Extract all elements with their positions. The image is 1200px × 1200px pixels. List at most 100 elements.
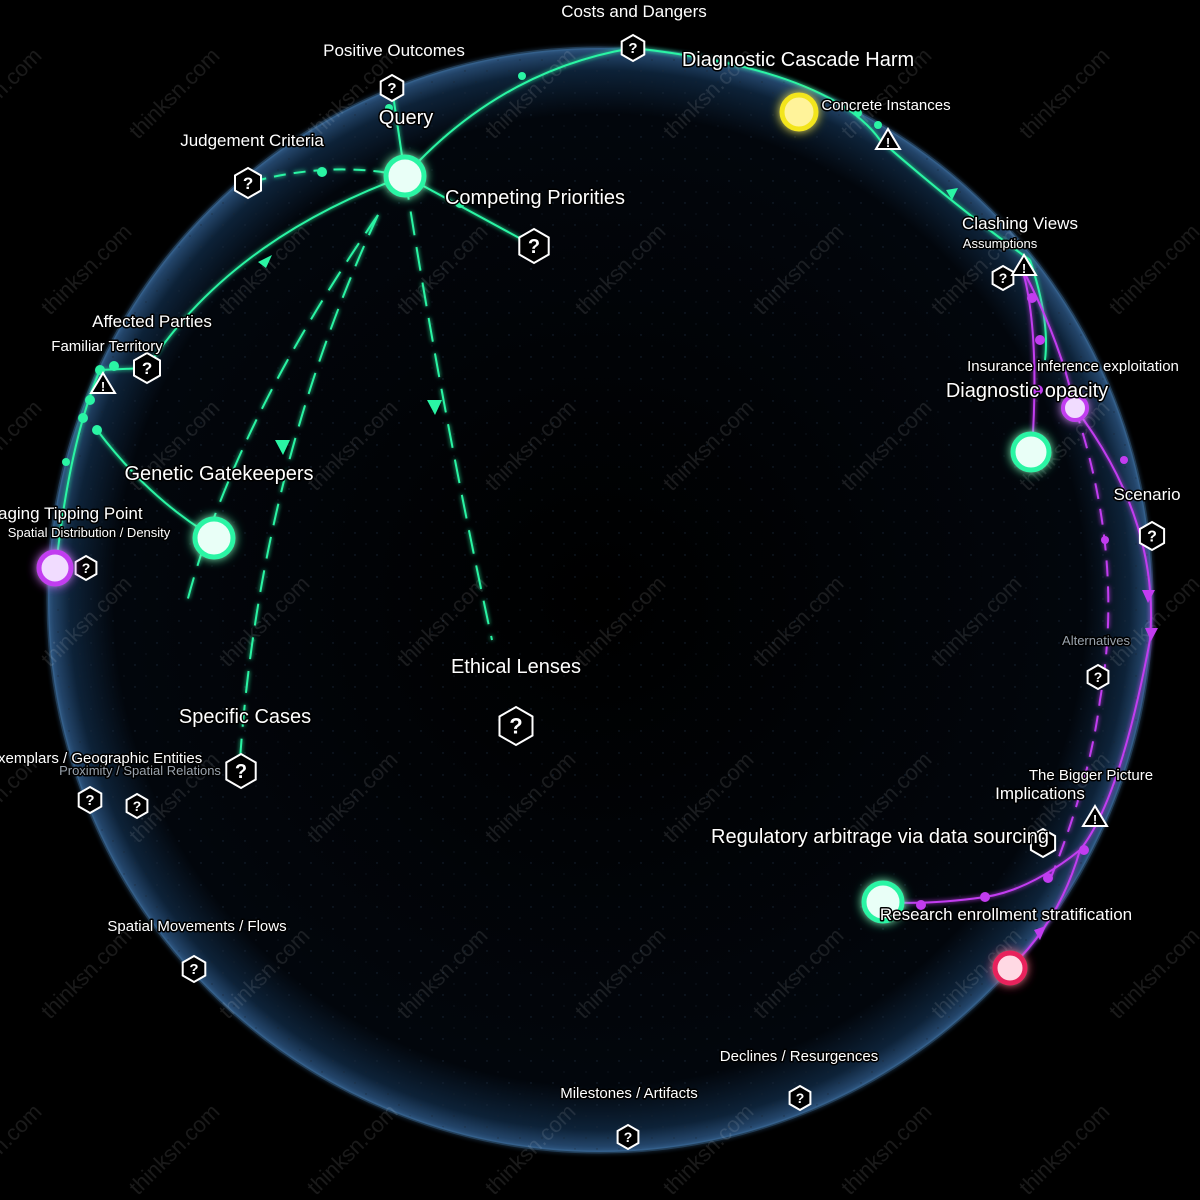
question-icon-implications[interactable]: ? (1029, 827, 1057, 859)
label-regulatory-arbitrage: Regulatory arbitrage via data sourcing (711, 826, 1049, 848)
svg-text:?: ? (528, 236, 540, 258)
question-icon-alternatives[interactable]: ? (1086, 663, 1110, 691)
svg-text:?: ? (628, 40, 637, 57)
question-icon-affected[interactable]: ? (133, 351, 161, 385)
watermark-text: thinksn.com (0, 43, 47, 144)
label-ethical-lenses: Ethical Lenses (451, 656, 581, 678)
svg-text:?: ? (82, 560, 91, 576)
edge-marker (1035, 335, 1045, 345)
label-proximity: Proximity / Spatial Relations (59, 763, 221, 778)
edge-marker (1027, 293, 1037, 303)
edge-marker (1079, 845, 1089, 855)
label-diagnostic-cascade-harm: Diagnostic Cascade Harm (682, 49, 914, 71)
label-costs-and-dangers: Costs and Dangers (561, 2, 707, 21)
edge-marker (85, 395, 95, 405)
watermark-text: thinksn.com (1014, 43, 1115, 144)
question-icon-scenario[interactable]: ? (1138, 520, 1166, 552)
node-diagnostic-cascade-harm[interactable] (779, 92, 819, 132)
edge-marker (455, 198, 465, 208)
edge-marker (317, 167, 327, 177)
green-edges (55, 47, 1047, 761)
edge-markers (62, 72, 1158, 940)
label-diagnostic-opacity: Diagnostic opacity (946, 380, 1108, 402)
svg-text:?: ? (133, 798, 142, 814)
arrow-marker (1145, 628, 1158, 641)
label-genetic-gatekeepers: Genetic Gatekeepers (125, 463, 314, 485)
node-regulatory-arbitrage[interactable] (861, 880, 905, 924)
edge-marker (92, 425, 102, 435)
edge-marker (62, 458, 70, 466)
label-alternatives: Alternatives (1062, 633, 1130, 648)
question-icon-declines[interactable]: ? (788, 1084, 812, 1112)
edge-marker (1120, 456, 1128, 464)
question-icon-costs[interactable]: ? (620, 33, 646, 63)
svg-text:?: ? (1038, 836, 1048, 853)
label-competing-priorities: Competing Priorities (445, 187, 625, 209)
label-scenario: Scenario (1113, 485, 1180, 504)
warning-icon-assumptions[interactable]: ! (1010, 253, 1038, 276)
watermark-text: thinksn.com (1014, 1099, 1115, 1200)
edge-query-competing (404, 175, 535, 247)
question-icon-judgement[interactable]: ? (234, 166, 262, 200)
question-icon-exemplars[interactable]: ? (77, 785, 103, 815)
edge-marker (1101, 536, 1109, 544)
svg-text:?: ? (142, 359, 152, 378)
arrow-marker (258, 255, 272, 268)
label-spatial-distribution: Spatial Distribution / Density (8, 525, 171, 540)
edge-opacity-implications (1074, 407, 1153, 851)
arrow-marker (1034, 926, 1046, 940)
question-icon-clashing[interactable]: ? (991, 264, 1015, 292)
edge-query-specific-2 (184, 214, 379, 611)
edge-marker (980, 892, 990, 902)
watermark-text: thinksn.com (124, 1099, 225, 1200)
edge-query-specific (239, 214, 379, 761)
node-genetic-gatekeepers[interactable] (192, 516, 236, 560)
node-insurance-inference[interactable] (1061, 394, 1089, 422)
svg-text:?: ? (796, 1090, 805, 1106)
svg-text:!: ! (1093, 812, 1097, 827)
edge-assumptions-opacity-2 (1021, 267, 1036, 451)
edge-marker (854, 109, 862, 117)
question-icon-ethical[interactable]: ? (498, 705, 534, 747)
warning-icon-bigger-picture[interactable]: ! (1081, 804, 1109, 827)
node-diagnostic-opacity[interactable] (1010, 431, 1052, 473)
arrow-marker (946, 188, 958, 200)
label-research-enrollment: Research enrollment stratification (880, 905, 1132, 924)
label-positive-outcomes: Positive Outcomes (323, 41, 465, 60)
sphere-rim (46, 46, 1154, 1154)
svg-text:?: ? (999, 270, 1008, 286)
arrow-marker (275, 440, 290, 455)
svg-text:?: ? (387, 80, 396, 97)
label-specific-cases: Specific Cases (179, 706, 311, 728)
watermark-text: thinksn.com (124, 43, 225, 144)
svg-text:?: ? (1094, 669, 1103, 685)
sphere-dot-texture (50, 50, 1150, 1150)
question-icon-spatial-movements[interactable]: ? (181, 954, 207, 984)
watermark-text: thinksn.com (302, 1099, 403, 1200)
question-icon-spatial-distribution[interactable]: ? (74, 554, 98, 582)
node-query[interactable] (383, 154, 427, 198)
warning-icon-familiar[interactable]: ! (89, 371, 117, 394)
edge-opacity-implications-dashed (1049, 407, 1110, 881)
label-milestones-artifacts: Milestones / Artifacts (560, 1085, 698, 1102)
question-icon-proximity[interactable]: ? (125, 792, 149, 820)
question-icon-specific[interactable]: ? (225, 752, 257, 790)
node-tipping-point[interactable] (36, 549, 74, 587)
question-icon-milestones[interactable]: ? (616, 1123, 640, 1151)
svg-text:!: ! (886, 135, 890, 150)
label-familiar-territory: Familiar Territory (51, 338, 163, 355)
watermark-text: thinksn.com (836, 1099, 937, 1200)
question-icon-competing[interactable]: ? (518, 227, 550, 265)
watermark-text: thinksn.com (36, 923, 137, 1024)
svg-text:?: ? (189, 961, 198, 978)
edge-marker (874, 121, 882, 129)
question-icon-positive[interactable]: ? (379, 73, 405, 103)
node-research-enrollment[interactable] (992, 950, 1028, 986)
watermark-text: thinksn.com (1104, 923, 1200, 1024)
edge-marker (78, 413, 88, 423)
edge-assumptions-opacity (1021, 267, 1076, 409)
label-tipping-point: aging Tipping Point (0, 504, 143, 523)
warning-icon-concrete[interactable]: ! (874, 127, 902, 150)
label-exemplars: xemplars / Geographic Entities (0, 750, 202, 767)
